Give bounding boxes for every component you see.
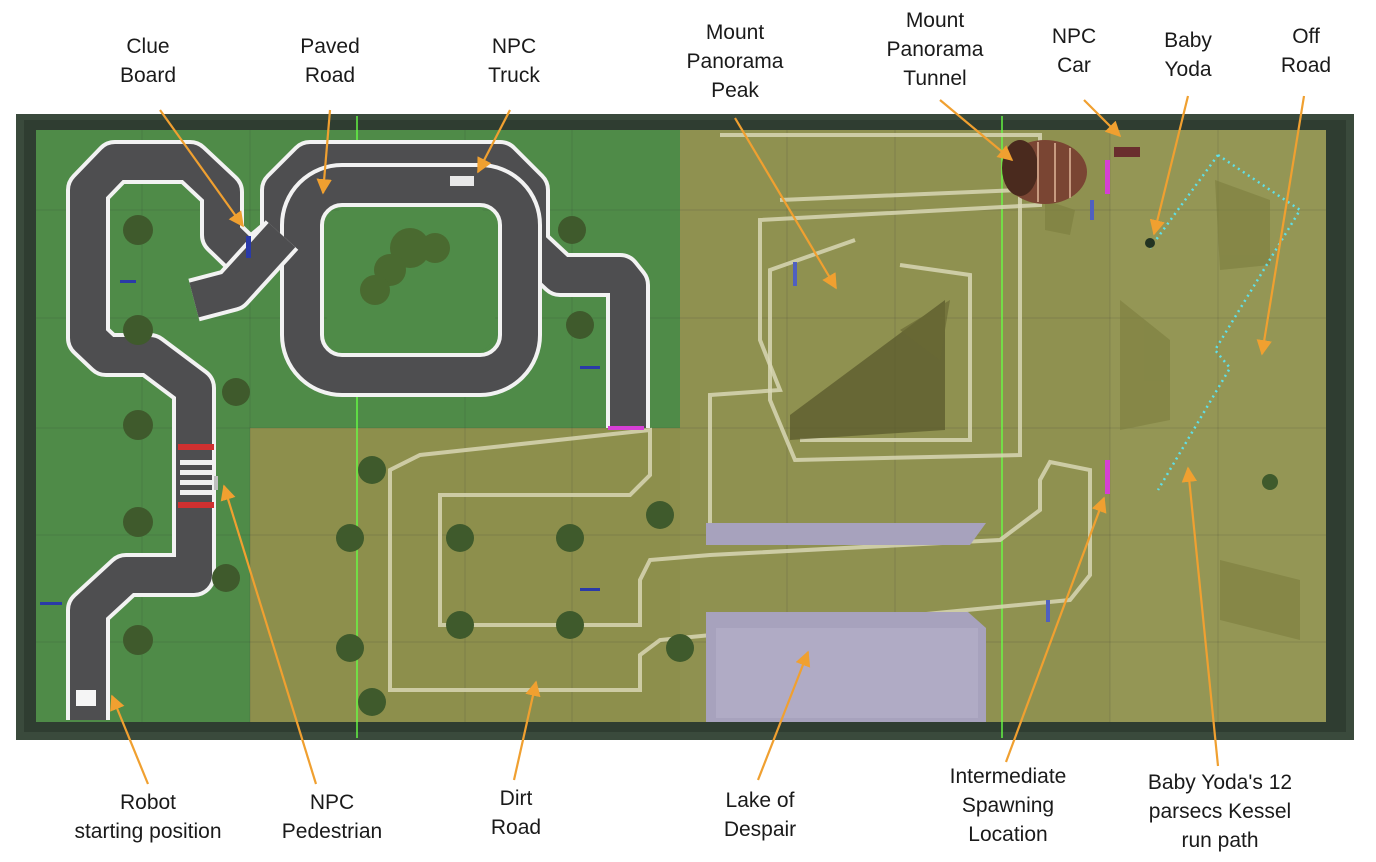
arrow-clue-board: [159, 109, 244, 228]
arrow-tunnel: [939, 99, 1014, 161]
label-off-road: Off Road: [1280, 25, 1332, 77]
arrow-npc-car: [1083, 99, 1122, 138]
arrow-baby-yoda: [1149, 95, 1190, 236]
arrow-spawn: [1004, 496, 1107, 763]
mount-panorama-tunnel: [1002, 140, 1087, 204]
clue-board-7: [1090, 200, 1094, 220]
arrow-npc-truck: [477, 109, 511, 174]
magenta-line-bottom-road: [608, 426, 644, 430]
lake-texture: [716, 628, 978, 718]
clue-board-5: [580, 588, 600, 591]
baby-yoda: [1145, 238, 1155, 248]
label-npc-car: NPC Car: [1051, 25, 1097, 77]
clue-board-4: [40, 602, 62, 605]
label-robot-start: Robot starting position: [74, 791, 222, 843]
magenta-line-tunnel: [1105, 160, 1110, 194]
label-kessel-run: Baby Yoda's 12 parsecs Kessel run path: [1147, 771, 1293, 852]
crosswalk: [178, 444, 214, 508]
label-baby-yoda: Baby Yoda: [1164, 29, 1212, 81]
arrow-robot-start: [110, 694, 150, 785]
magenta-line-spawn: [1105, 460, 1110, 494]
central-tree-cluster: [360, 228, 450, 305]
water-strip: [706, 523, 986, 545]
arrow-npc-pedestrian: [220, 484, 318, 785]
robot: [76, 690, 96, 706]
label-paved-road: Paved Road: [300, 35, 360, 87]
npc-pedestrian: [214, 476, 218, 490]
clue-board: [246, 236, 251, 258]
paved-road: [66, 140, 650, 720]
label-lake-of-despair: Lake of Despair: [723, 789, 797, 841]
trees: [123, 215, 1278, 716]
arrow-off-road: [1256, 95, 1306, 356]
label-intermediate-spawn: Intermediate Spawning Location: [949, 765, 1067, 846]
label-dirt-road: Dirt Road: [490, 787, 542, 839]
clue-board-6: [793, 262, 797, 286]
arrow-mount-peak: [734, 117, 837, 290]
npc-truck: [450, 176, 474, 186]
arrow-kessel: [1181, 466, 1220, 767]
label-npc-truck: NPC Truck: [488, 35, 540, 87]
label-clue-board: Clue Board: [119, 35, 177, 87]
npc-car: [1114, 147, 1140, 157]
off-road-ramps: [1045, 180, 1300, 640]
clue-board-3: [580, 366, 600, 369]
label-mount-panorama-tunnel: Mount Panorama Tunnel: [886, 9, 984, 90]
label-mount-panorama-peak: Mount Panorama Peak: [686, 21, 784, 102]
grass-island: [327, 207, 495, 353]
mount-panorama-peak: [790, 300, 950, 440]
annotation-arrows: [110, 95, 1306, 785]
clue-board-8: [1046, 600, 1050, 622]
clue-board-2: [120, 280, 136, 283]
arrow-dirt-road: [512, 680, 541, 781]
label-npc-pedestrian: NPC Pedestrian: [281, 791, 383, 843]
dirt-area: [250, 428, 680, 722]
arrow-lake: [756, 650, 811, 781]
arrow-paved-road: [316, 109, 332, 195]
